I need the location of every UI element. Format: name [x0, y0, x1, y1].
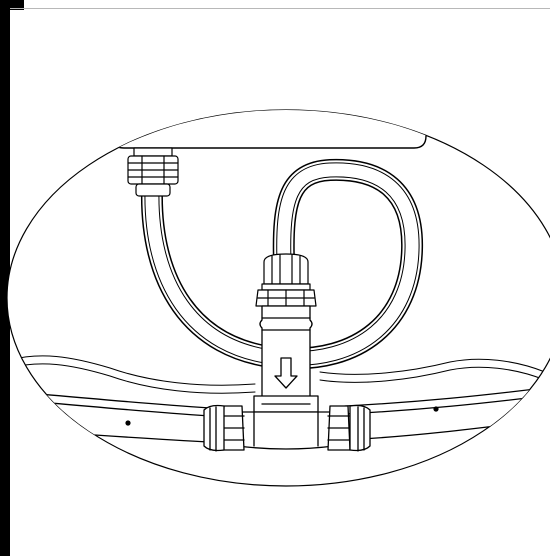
tee-fitting	[203, 395, 371, 452]
arrow-down-icon	[274, 357, 298, 389]
page-frame-tab	[0, 0, 24, 10]
fitting-top-gland	[255, 253, 317, 307]
wall-surface	[9, 355, 546, 394]
wall-point	[433, 406, 439, 412]
cable-loop	[140, 158, 424, 370]
page-top-rule	[10, 8, 550, 9]
page-frame-left	[0, 0, 10, 556]
enclosure	[111, 110, 427, 149]
cable-gland	[127, 147, 179, 197]
wall-point	[125, 420, 131, 426]
